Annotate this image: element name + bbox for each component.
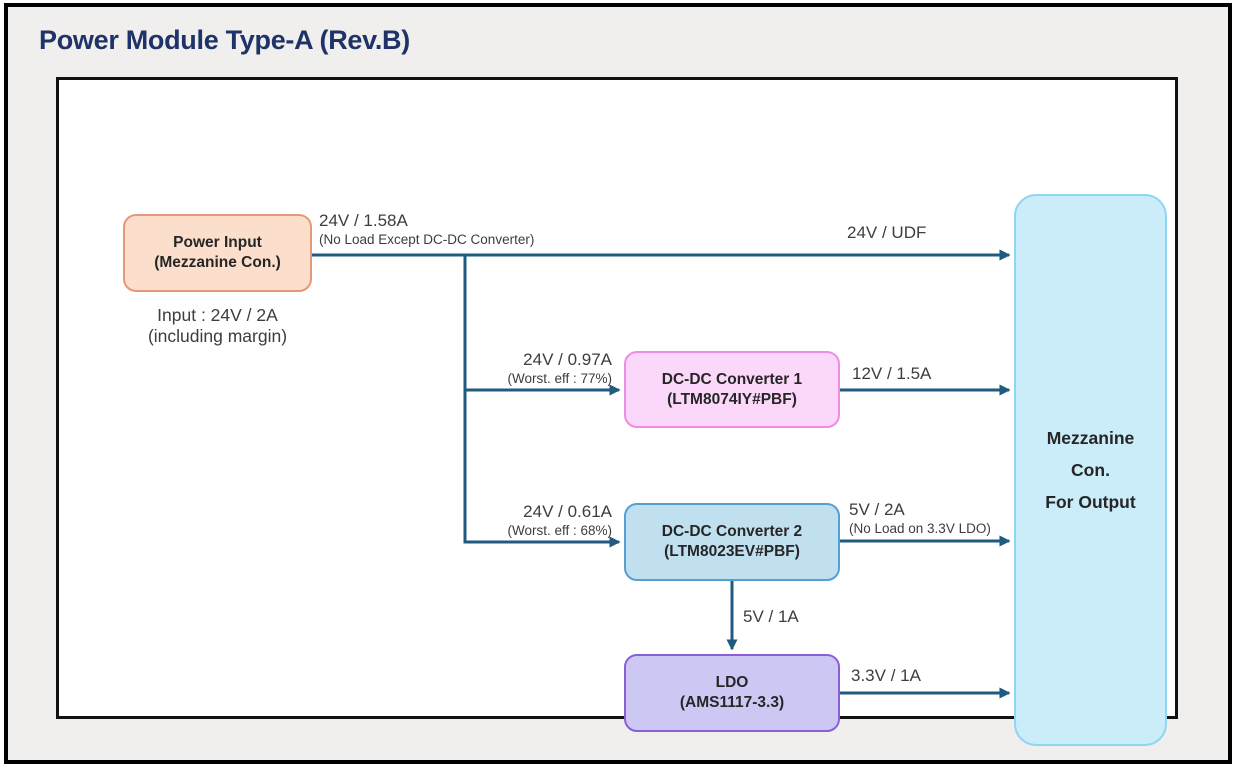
dcdc-converter1-label: DC-DC Converter 1: [661, 370, 803, 388]
power-input-sublabel: (Mezzanine Con.): [154, 254, 281, 271]
edge-label-bus-to-converter1: 24V / 0.97A (Worst. eff : 77%): [452, 350, 612, 387]
diagram: Power Input (Mezzanine Con.) DC-DC Conve…: [52, 74, 1228, 760]
edge-note: (Worst. eff : 77%): [507, 371, 612, 386]
edge-note: (No Load on 3.3V LDO): [849, 521, 991, 536]
edge-value: 24V / UDF: [847, 223, 927, 242]
edge-value: 24V / 0.97A: [523, 350, 612, 369]
edge-label-converter2-to-ldo: 5V / 1A: [743, 607, 799, 627]
edge-label-ldo-to-output: 3.3V / 1A: [851, 666, 921, 686]
output-connector-box: Mezzanine Con. For Output: [1014, 194, 1167, 746]
edge-value: 5V / 2A: [849, 500, 905, 519]
slide-frame: Power Module Type-A (Rev.B): [4, 3, 1232, 764]
input-rating-note: (including margin): [147, 325, 288, 346]
power-input-label: Power Input: [173, 234, 262, 251]
edge-label-bus-to-output: 24V / UDF: [847, 223, 926, 243]
edge-label-power-to-bus: 24V / 1.58A (No Load Except DC-DC Conver…: [319, 211, 534, 248]
power-input-box: Power Input (Mezzanine Con.): [123, 214, 312, 292]
dcdc-converter2-part-number: (LTM8023EV#PBF): [664, 543, 800, 560]
edge-value: 24V / 1.58A: [319, 211, 408, 230]
edge-value: 5V / 1A: [743, 607, 799, 626]
diagram-canvas: Power Input (Mezzanine Con.) DC-DC Conve…: [56, 77, 1178, 746]
dcdc-converter1-box: DC-DC Converter 1 (LTM8074IY#PBF): [624, 351, 840, 428]
dcdc-converter2-box: DC-DC Converter 2 (LTM8023EV#PBF): [624, 503, 840, 581]
edge-value: 24V / 0.61A: [523, 502, 612, 521]
edge-note: (No Load Except DC-DC Converter): [319, 232, 535, 247]
ldo-part-number: (AMS1117-3.3): [679, 694, 785, 711]
input-rating-value: Input : 24V / 2A: [157, 305, 278, 325]
edge-label-converter2-to-output: 5V / 2A (No Load on 3.3V LDO): [849, 500, 991, 537]
output-connector-label-line1: Mezzanine: [1046, 428, 1135, 448]
output-connector-label-line2: Con.: [1071, 460, 1110, 480]
output-connector-label-line3: For Output: [1045, 492, 1136, 512]
edge-value: 12V / 1.5A: [852, 364, 932, 383]
ldo-box: LDO (AMS1117-3.3): [624, 654, 840, 732]
page-title: Power Module Type-A (Rev.B): [39, 25, 410, 55]
ldo-label: LDO: [715, 674, 749, 691]
edge-value: 3.3V / 1A: [851, 666, 921, 685]
edge-label-bus-to-converter2: 24V / 0.61A (Worst. eff : 68%): [452, 502, 612, 539]
dcdc-converter1-part-number: (LTM8074IY#PBF): [667, 390, 797, 408]
edge-label-converter1-to-output: 12V / 1.5A: [852, 364, 931, 384]
input-rating-caption: Input : 24V / 2A (including margin): [110, 305, 325, 346]
dcdc-converter2-label: DC-DC Converter 2: [661, 523, 803, 540]
edge-note: (Worst. eff : 68%): [507, 523, 612, 538]
